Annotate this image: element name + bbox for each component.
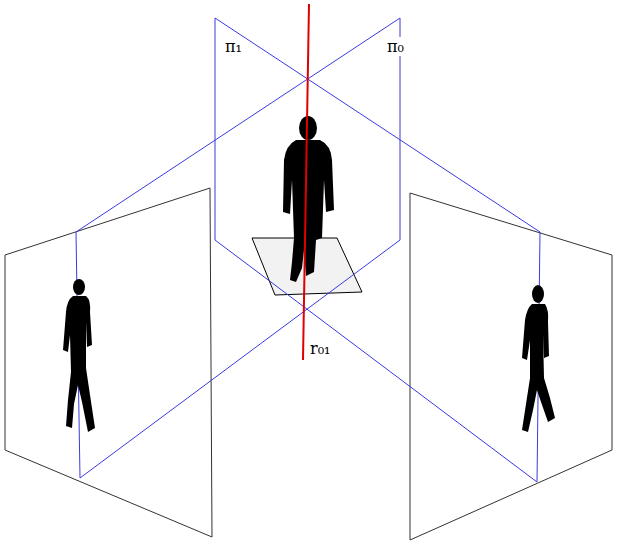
- image-plane: [5, 188, 212, 537]
- math-label: r₀₁: [309, 339, 331, 358]
- math-label: π₀: [386, 37, 405, 56]
- person-silhouette: [63, 279, 95, 432]
- image-plane: [410, 193, 612, 540]
- intersection-line: [303, 4, 309, 360]
- plane-label: π₁: [224, 38, 243, 56]
- plane-label: π₀: [386, 38, 405, 56]
- person-silhouette: [283, 116, 334, 282]
- math-label: π₁: [224, 37, 243, 56]
- plane-label: r₀₁: [309, 340, 331, 358]
- person-silhouette: [522, 285, 555, 432]
